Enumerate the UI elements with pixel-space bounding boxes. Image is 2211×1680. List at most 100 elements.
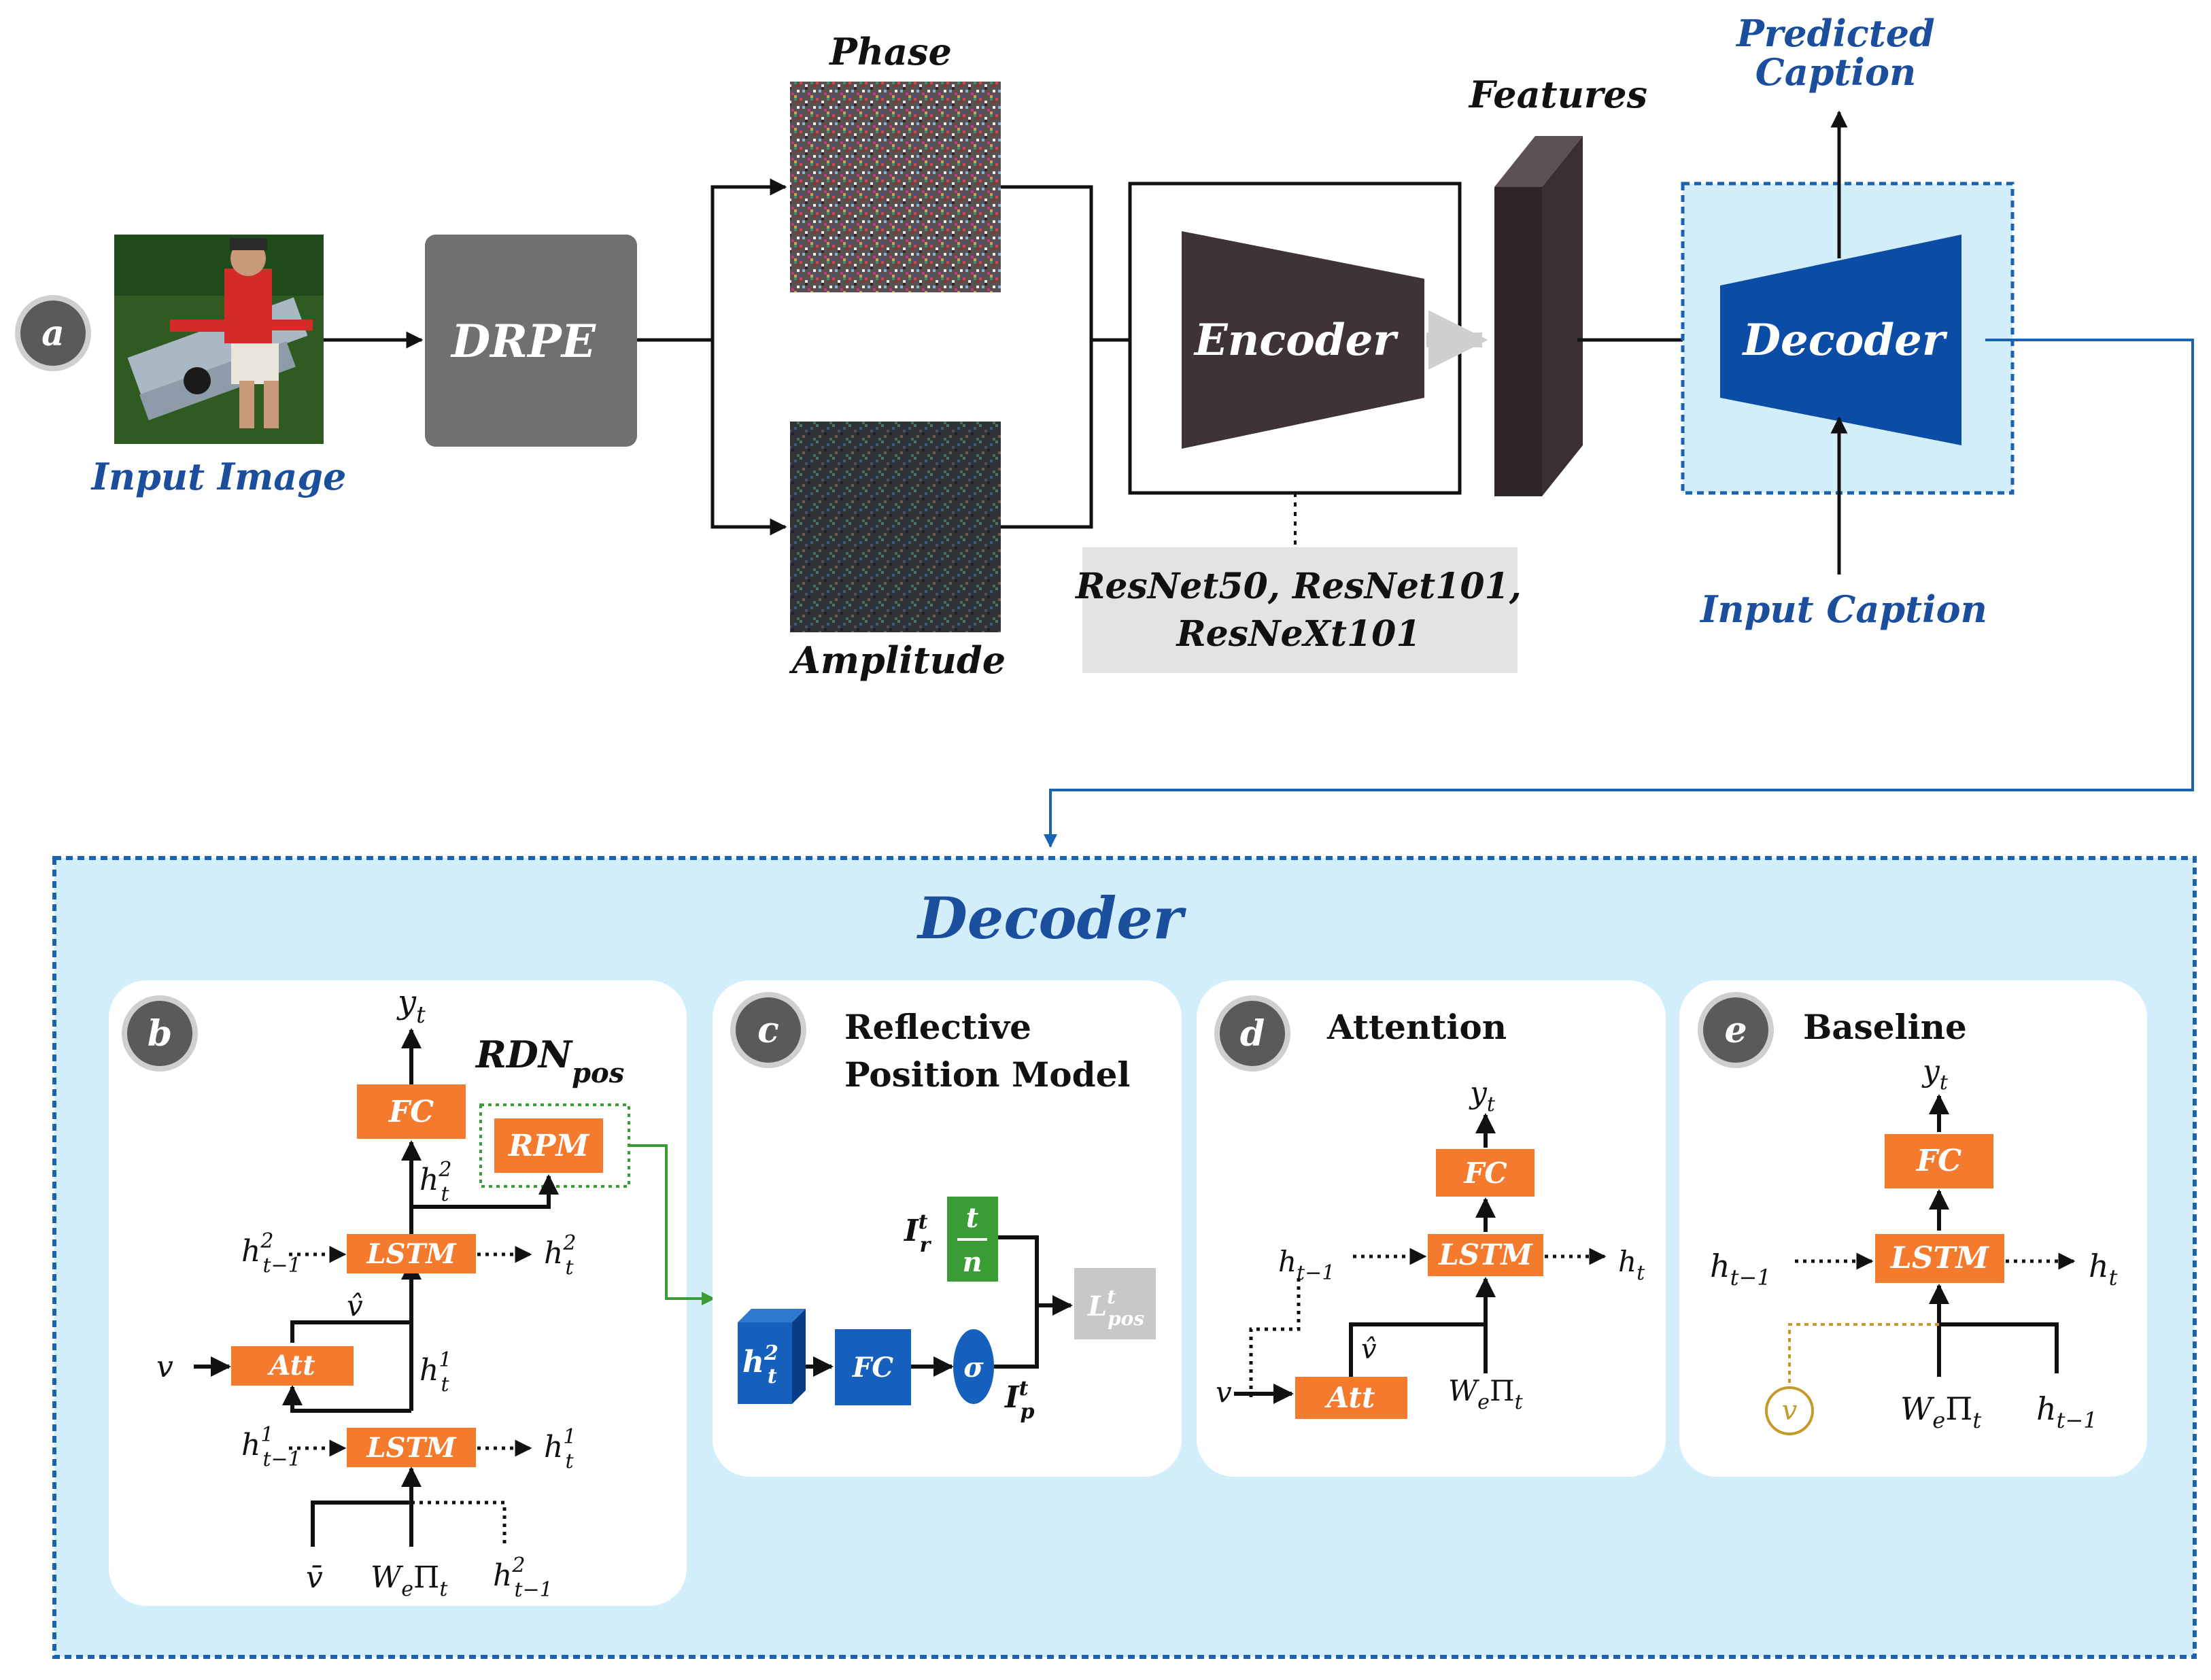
d-lstm-box [1428,1234,1543,1276]
e-wepi-label: WeΠt [1900,1390,1981,1433]
c-title-line2: Position Model [844,1055,1130,1095]
b-fc-label: FC [388,1095,434,1129]
badge-c-label: c [757,1010,779,1051]
decoder-section-title: Decoder [916,885,1187,952]
d-v-label: v [1216,1375,1232,1409]
d-att-label: Att [1324,1381,1375,1414]
b-v-label: v [156,1350,173,1384]
c-tn-den: n [962,1246,982,1278]
features-slab [1494,136,1583,496]
e-title: Baseline [1803,1007,1967,1047]
amplitude-label: Amplitude [789,638,1006,682]
c-sigma-label: σ [963,1352,984,1384]
e-ht-label: ht [2089,1248,2118,1290]
decoder-shape [1720,235,1961,445]
d-output-y: yt [1469,1076,1496,1116]
badge-d-label: d [1240,1013,1265,1055]
d-lstm-label: LSTM [1438,1238,1533,1271]
b-rpm-to-panel-c [629,1144,715,1305]
backbones-line1: ResNet50, ResNet101, [1074,566,1522,607]
amplitude-image [790,422,1001,632]
badge-b [122,995,198,1072]
panel-d: d Attention yt FC LSTM ht−1 ht Att v v̂ … [1197,980,1666,1477]
e-output-y: yt [1921,1054,1949,1095]
c-fc-label: FC [852,1352,893,1384]
b-wepi-label: WeΠt [371,1560,448,1601]
e-lstm-label: LSTM [1889,1241,1989,1275]
c-fc-box [835,1329,911,1405]
b-lstm-bottom-label: LSTM [366,1432,457,1464]
c-h2t-cube [738,1309,806,1404]
badge-e [1698,992,1774,1068]
phase-label: Phase [828,30,952,73]
e-htm1-label: ht−1 [1710,1248,1771,1290]
e-fc-label: FC [1915,1144,1961,1178]
panel-b: b RDNpos yt FC RPM LSTM [109,980,715,1606]
b-vhat-label: v̂ [347,1289,363,1322]
b-lstm-bottom [347,1428,476,1467]
b-att-label: Att [267,1350,315,1382]
d-fc-box [1436,1149,1535,1197]
decoder-expansion-connector [1044,339,2194,848]
c-tn-num: t [966,1202,979,1234]
badge-b-label: b [148,1013,172,1055]
e-lstm-box [1875,1234,2004,1283]
e-fc-box [1885,1134,1993,1188]
split-arrows [637,178,787,536]
b-lstm-top-label: LSTM [366,1238,457,1270]
d-title: Attention [1326,1007,1507,1047]
b-vbar-label: v̄ [306,1560,323,1595]
b-rpm-label: RPM [507,1129,590,1163]
e-v-node [1765,1386,1814,1435]
predicted-caption-line1: Predicted [1735,12,1935,55]
badge-a [15,295,91,371]
badge-a-label: a [41,313,65,354]
b-lstm-top [347,1234,476,1273]
encoder-label: Encoder [1193,315,1399,366]
panel-e: e Baseline yt FC LSTM ht−1 ht v WeΠt ht−… [1679,980,2147,1477]
e-htm1-bottom: ht−1 [2036,1390,2097,1433]
d-htm1-label: ht−1 [1278,1245,1335,1285]
d-ht-label: ht [1618,1245,1645,1285]
b-fc-box [357,1084,466,1139]
b-dotted-h2-input [411,1501,507,1547]
drpe-box [425,235,637,447]
encoder-shape [1182,231,1424,449]
c-title-line1: Reflective [844,1007,1031,1047]
backbones-line2: ResNeXt101 [1175,613,1420,655]
predicted-caption-line2: Caption [1755,50,1916,94]
c-sigma-node [953,1329,994,1404]
b-rpm-box [494,1118,603,1173]
backbones-box [1082,547,1518,673]
input-image [114,235,324,444]
d-vhat-label: v̂ [1361,1334,1377,1365]
rdn-pos-title: RDNpos [475,1033,624,1089]
d-att-box [1295,1377,1407,1419]
d-fc-label: FC [1463,1156,1507,1190]
badge-d [1214,995,1290,1072]
decoder-label: Decoder [1741,315,1947,366]
badge-c [730,992,806,1068]
features-label: Features [1468,73,1647,116]
e-v-label: v [1782,1395,1798,1426]
c-lpos-box [1074,1268,1156,1339]
input-image-label: Input Image [90,455,347,498]
b-output-y: yt [396,983,426,1029]
d-wepi-label: WeΠt [1448,1374,1524,1414]
drpe-label: DRPE [450,315,597,368]
input-caption-label: Input Caption [1699,587,1987,631]
badge-e-label: e [1724,1010,1747,1051]
